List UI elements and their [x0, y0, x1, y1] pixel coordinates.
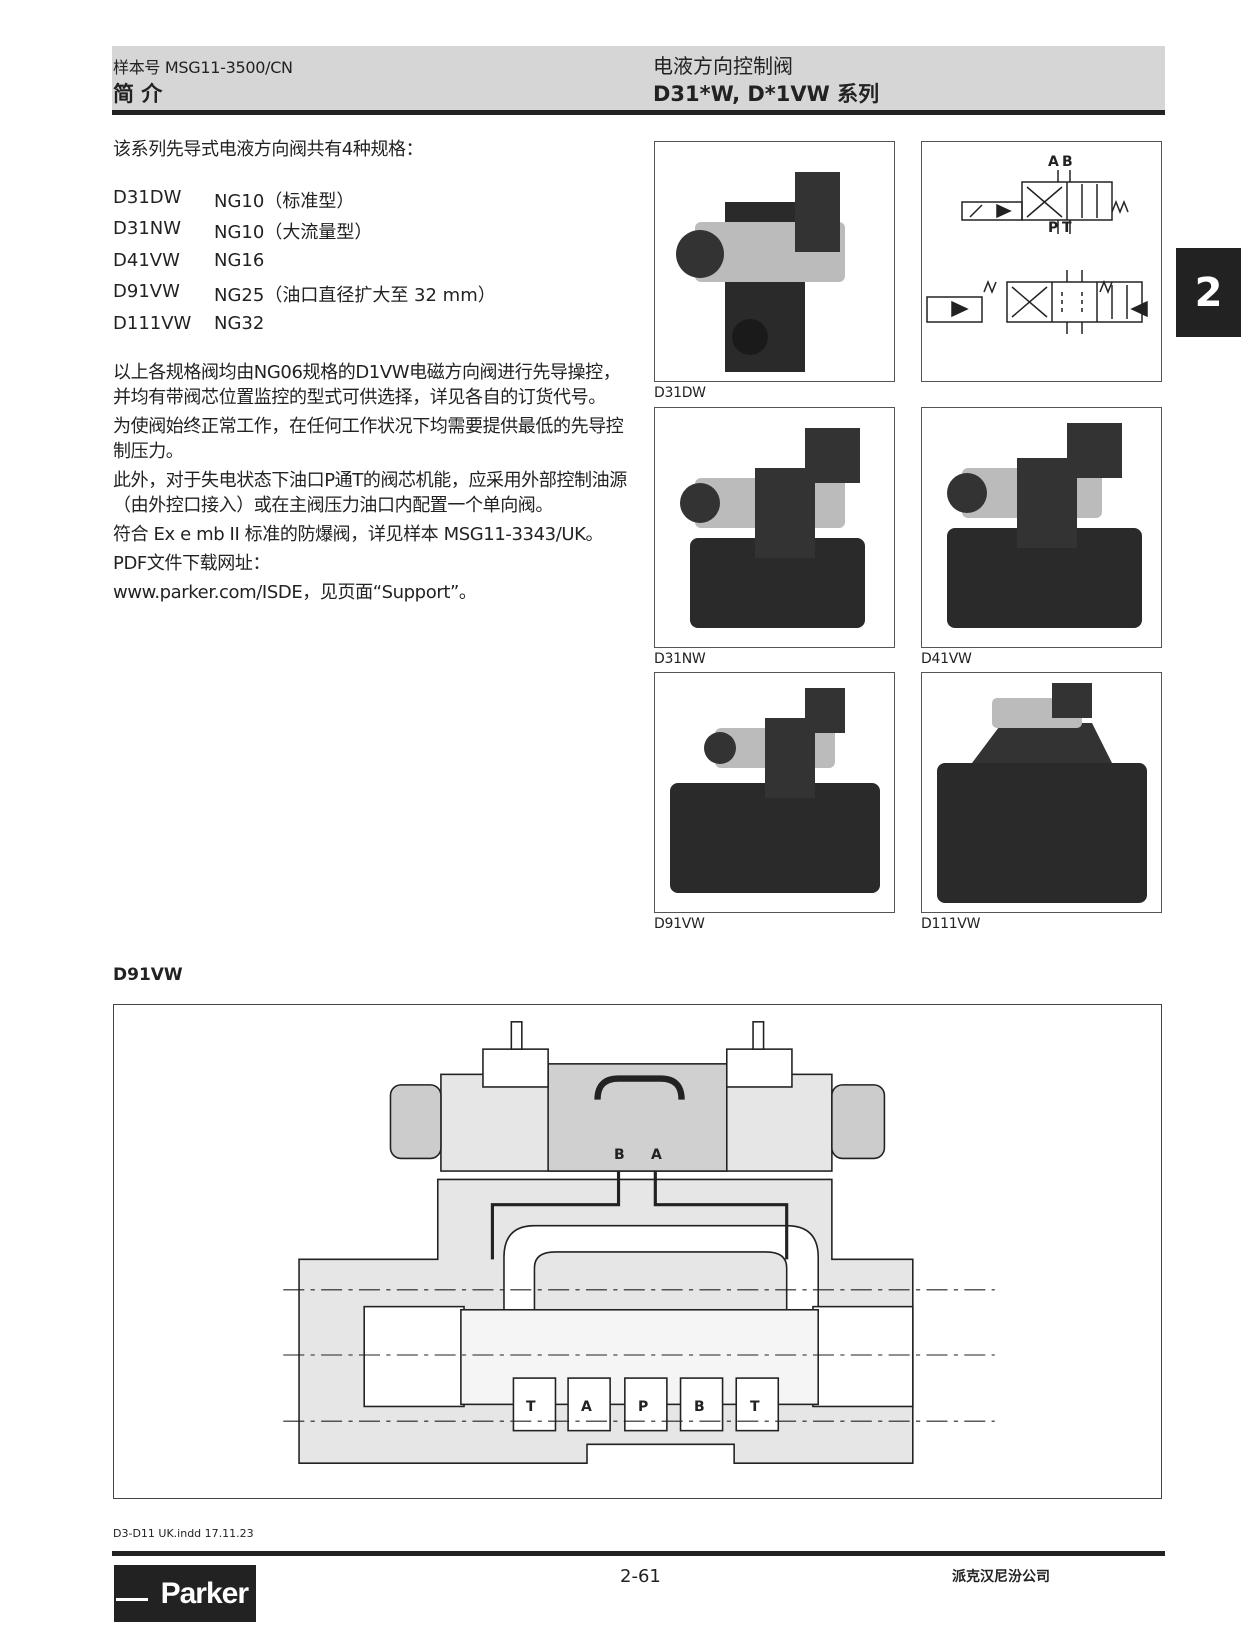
photo-caption: D91VW: [654, 916, 705, 932]
intro-text: 该系列先导式电液方向阀共有4种规格：: [113, 139, 424, 160]
series-title: D31*W, D*1VW 系列: [653, 82, 880, 106]
product-photo-d41vw: [921, 407, 1162, 648]
paragraph: 符合 Ex e mb II 标准的防爆阀，详见样本 MSG11-3343/UK。: [113, 524, 604, 545]
product-group: 电液方向控制阀: [653, 54, 793, 78]
port-label: P: [1048, 220, 1058, 236]
pilot-port-label: A: [651, 1147, 662, 1163]
product-photo-d111vw: [921, 672, 1162, 913]
body-text: 以上各规格阀均由NG06规格的D1VW电磁方向阀进行先导操控，并均有带阀芯位置监…: [113, 360, 628, 605]
spec-size: NG32: [214, 313, 265, 334]
main-port-label: B: [694, 1399, 705, 1415]
main-port-label: T: [526, 1399, 536, 1415]
main-port-label: A: [581, 1399, 592, 1415]
parker-logo: Parker: [114, 1565, 256, 1622]
spec-model: D111VW: [113, 313, 192, 334]
product-photo-d91vw: [654, 672, 895, 913]
main-port-label: T: [750, 1399, 760, 1415]
photo-caption: D31NW: [654, 651, 706, 667]
paragraph: 以上各规格阀均由NG06规格的D1VW电磁方向阀进行先导操控，并均有带阀芯位置监…: [113, 362, 621, 408]
page-number: 2-61: [620, 1566, 661, 1587]
photo-caption: D111VW: [921, 916, 981, 932]
footer-divider: [112, 1551, 1165, 1556]
spec-size: NG16: [214, 250, 265, 271]
product-photo-d31nw: [654, 407, 895, 648]
company-name: 派克汉尼汾公司: [952, 1569, 1050, 1585]
paragraph: 此外，对于失电状态下油口P通T的阀芯机能，应采用外部控制油源（由外控口接入）或在…: [113, 470, 627, 516]
paragraph: PDF文件下载网址：: [113, 553, 271, 574]
photo-caption: D41VW: [921, 651, 972, 667]
section-title: 简 介: [113, 82, 163, 106]
spec-model: D31NW: [113, 218, 182, 239]
port-label: A: [1048, 154, 1059, 170]
section-view-title: D91VW: [113, 965, 183, 985]
port-label: B: [1062, 154, 1073, 170]
spec-model: D41VW: [113, 250, 180, 271]
link-text: www.parker.com/ISDE，见页面“Support”。: [113, 582, 477, 603]
header-bar: [112, 46, 1165, 110]
spec-size: NG10（标准型）: [214, 191, 355, 212]
file-info: D3-D11 UK.indd 17.11.23: [113, 1527, 254, 1540]
section-view-drawing: B A T A P B T: [113, 1004, 1162, 1499]
spec-model: D91VW: [113, 281, 180, 302]
spec-size: NG10（大流量型）: [214, 222, 373, 243]
spec-size: NG25（油口直径扩大至 32 mm）: [214, 285, 496, 306]
catalog-number: 样本号 MSG11-3500/CN: [113, 58, 293, 77]
port-label: T: [1062, 220, 1072, 236]
photo-caption: D31DW: [654, 385, 706, 401]
chapter-tab: 2: [1176, 248, 1241, 337]
header-divider: [112, 110, 1165, 115]
spec-model: D31DW: [113, 187, 182, 208]
main-port-label: P: [638, 1399, 648, 1415]
product-photo-d31dw: [654, 141, 895, 382]
paragraph: 为使阀始终正常工作，在任何工作状况下均需要提供最低的先导控制压力。: [113, 416, 624, 462]
hydraulic-symbol: A B P T: [921, 141, 1162, 382]
pilot-port-label: B: [614, 1147, 625, 1163]
